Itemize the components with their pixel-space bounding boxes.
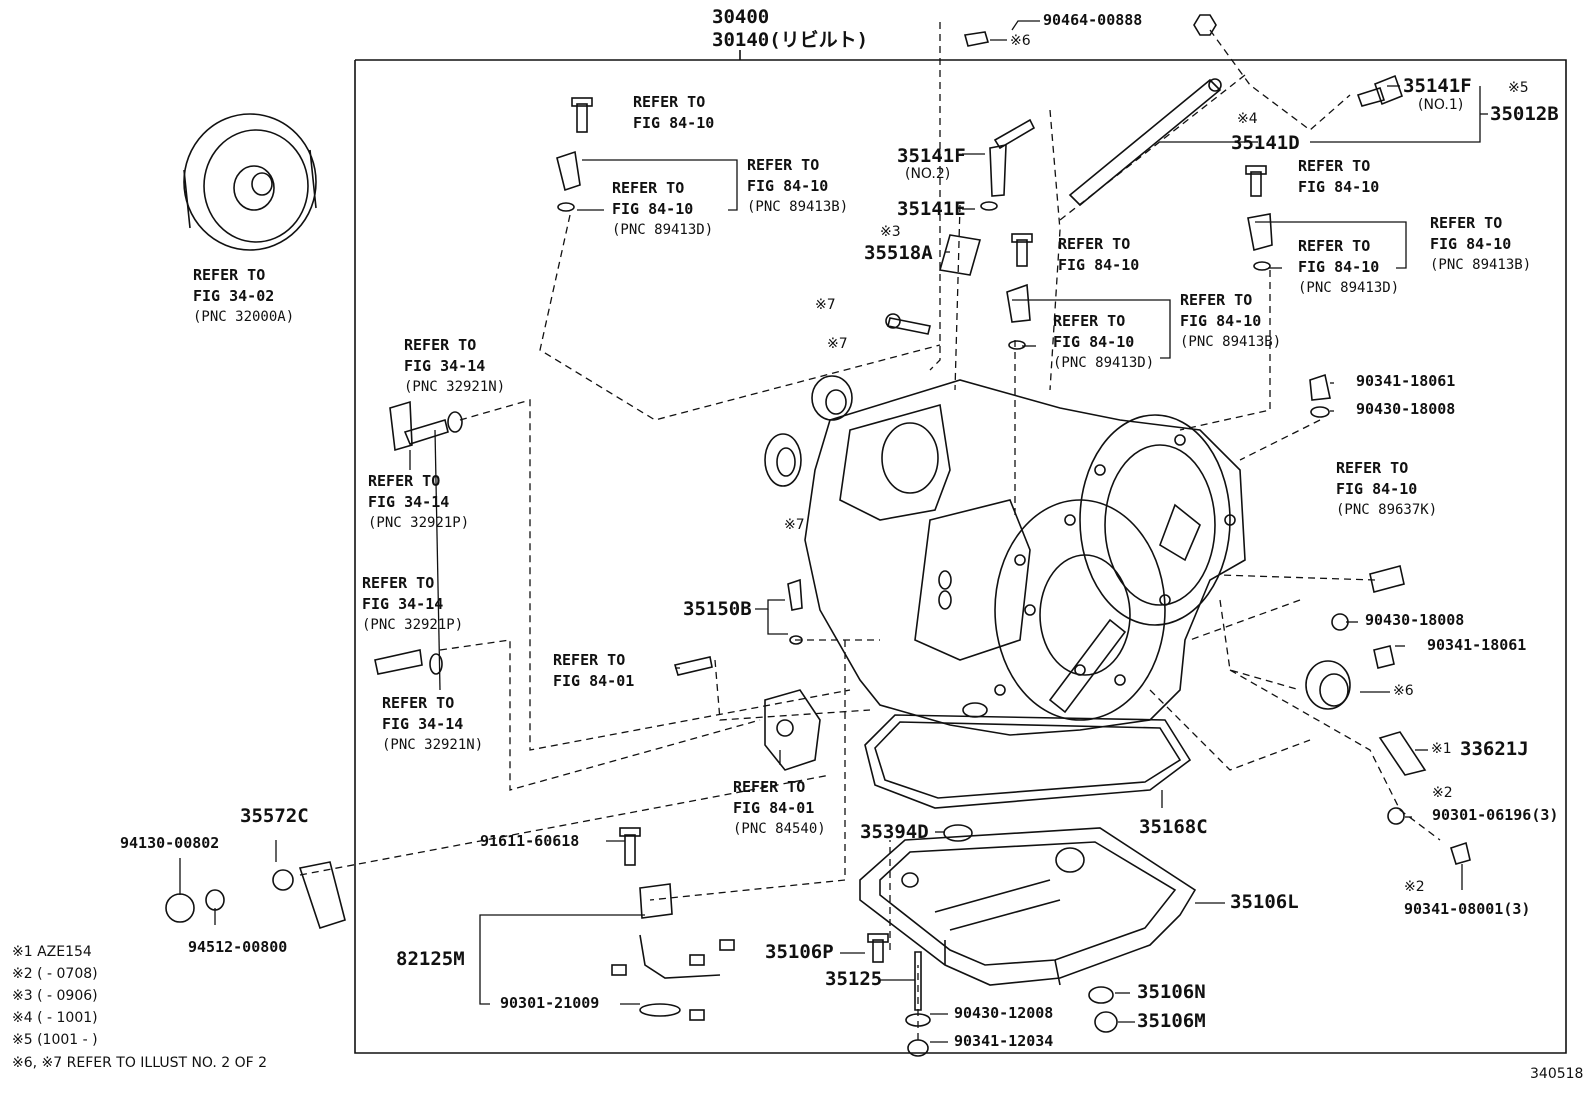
dashed-leaders bbox=[299, 22, 1441, 1040]
solid-leaders bbox=[179, 20, 1488, 1043]
mark-7a: ※7 bbox=[815, 297, 836, 313]
footnote-1: ※1 AZE154 bbox=[12, 944, 92, 960]
part-35012B: 35012B bbox=[1490, 103, 1559, 125]
part-33621J: 33621J bbox=[1460, 738, 1529, 760]
part-35141E: 35141E bbox=[897, 198, 966, 220]
part-35141F-no2: 35141F bbox=[897, 145, 966, 167]
part-90430-18008-top: 90430-18008 bbox=[1356, 400, 1456, 418]
part-82125M: 82125M bbox=[396, 948, 465, 970]
pipe-drawing bbox=[1068, 14, 1222, 207]
part-35125: 35125 bbox=[825, 968, 883, 990]
torque-converter-drawing bbox=[183, 113, 317, 251]
mark-5: ※5 bbox=[1508, 80, 1529, 96]
part-35141F-no1: 35141F bbox=[1403, 75, 1472, 97]
part-90341-08001: 90341-08001(3) bbox=[1404, 900, 1531, 918]
mark-7b: ※7 bbox=[827, 336, 848, 352]
label-no1: (NO.1) bbox=[1418, 97, 1464, 113]
pnc-main: 30400 bbox=[712, 6, 770, 28]
part-90430-12008: 90430-12008 bbox=[954, 1004, 1054, 1022]
mark-6-top: ※6 bbox=[1010, 33, 1031, 49]
footnote-6: ※6, ※7 REFER TO ILLUST NO. 2 OF 2 bbox=[12, 1055, 268, 1071]
mark-6-right: ※6 bbox=[1393, 683, 1414, 699]
pnc-rebuilt: 30140(リビルト) bbox=[712, 29, 869, 51]
part-35141D: 35141D bbox=[1231, 132, 1300, 154]
footnote-5: ※5 (1001 - ) bbox=[12, 1032, 98, 1048]
part-90301-06196: 90301-06196(3) bbox=[1432, 806, 1559, 824]
part-94512-00800: 94512-00800 bbox=[188, 938, 288, 956]
oil-pan-drawing bbox=[859, 827, 1197, 986]
mark-1: ※1 bbox=[1431, 741, 1452, 757]
footnote-2: ※2 ( - 0708) bbox=[12, 966, 98, 982]
footnote-3: ※3 ( - 0906) bbox=[12, 988, 98, 1004]
label-no2: (NO.2) bbox=[905, 166, 951, 182]
part-35394D: 35394D bbox=[860, 821, 929, 843]
part-35106M: 35106M bbox=[1137, 1010, 1206, 1032]
part-35150B: 35150B bbox=[683, 598, 752, 620]
part-35168C: 35168C bbox=[1139, 816, 1208, 838]
part-90301-21009: 90301-21009 bbox=[500, 994, 600, 1012]
mark-7c: ※7 bbox=[784, 517, 805, 533]
mark-2b: ※2 bbox=[1404, 879, 1425, 895]
assembly-frame bbox=[354, 59, 1567, 1054]
part-90341-12034: 90341-12034 bbox=[954, 1032, 1054, 1050]
small-parts-drawing bbox=[165, 31, 1471, 1057]
mark-2a: ※2 bbox=[1432, 785, 1453, 801]
part-35518A: 35518A bbox=[864, 242, 933, 264]
mark-3: ※3 bbox=[880, 224, 901, 240]
part-35572C: 35572C bbox=[240, 805, 309, 827]
part-90341-18061-mid: 90341-18061 bbox=[1427, 636, 1527, 654]
illustration-id: 340518 bbox=[1530, 1066, 1584, 1082]
part-90341-18061-top: 90341-18061 bbox=[1356, 372, 1456, 390]
part-90430-18008-mid: 90430-18008 bbox=[1365, 611, 1465, 629]
part-91611-60618: 91611-60618 bbox=[480, 832, 580, 850]
mark-4: ※4 bbox=[1237, 111, 1258, 127]
pan-gasket-drawing bbox=[864, 714, 1192, 809]
transaxle-case-drawing bbox=[804, 379, 1246, 736]
footnote-4: ※4 ( - 1001) bbox=[12, 1010, 98, 1026]
part-90464-00888: 90464-00888 bbox=[1043, 11, 1143, 29]
part-35106L: 35106L bbox=[1230, 891, 1299, 913]
part-35106N: 35106N bbox=[1137, 981, 1206, 1003]
part-94130-00802: 94130-00802 bbox=[120, 834, 220, 852]
part-35106P: 35106P bbox=[765, 941, 834, 963]
